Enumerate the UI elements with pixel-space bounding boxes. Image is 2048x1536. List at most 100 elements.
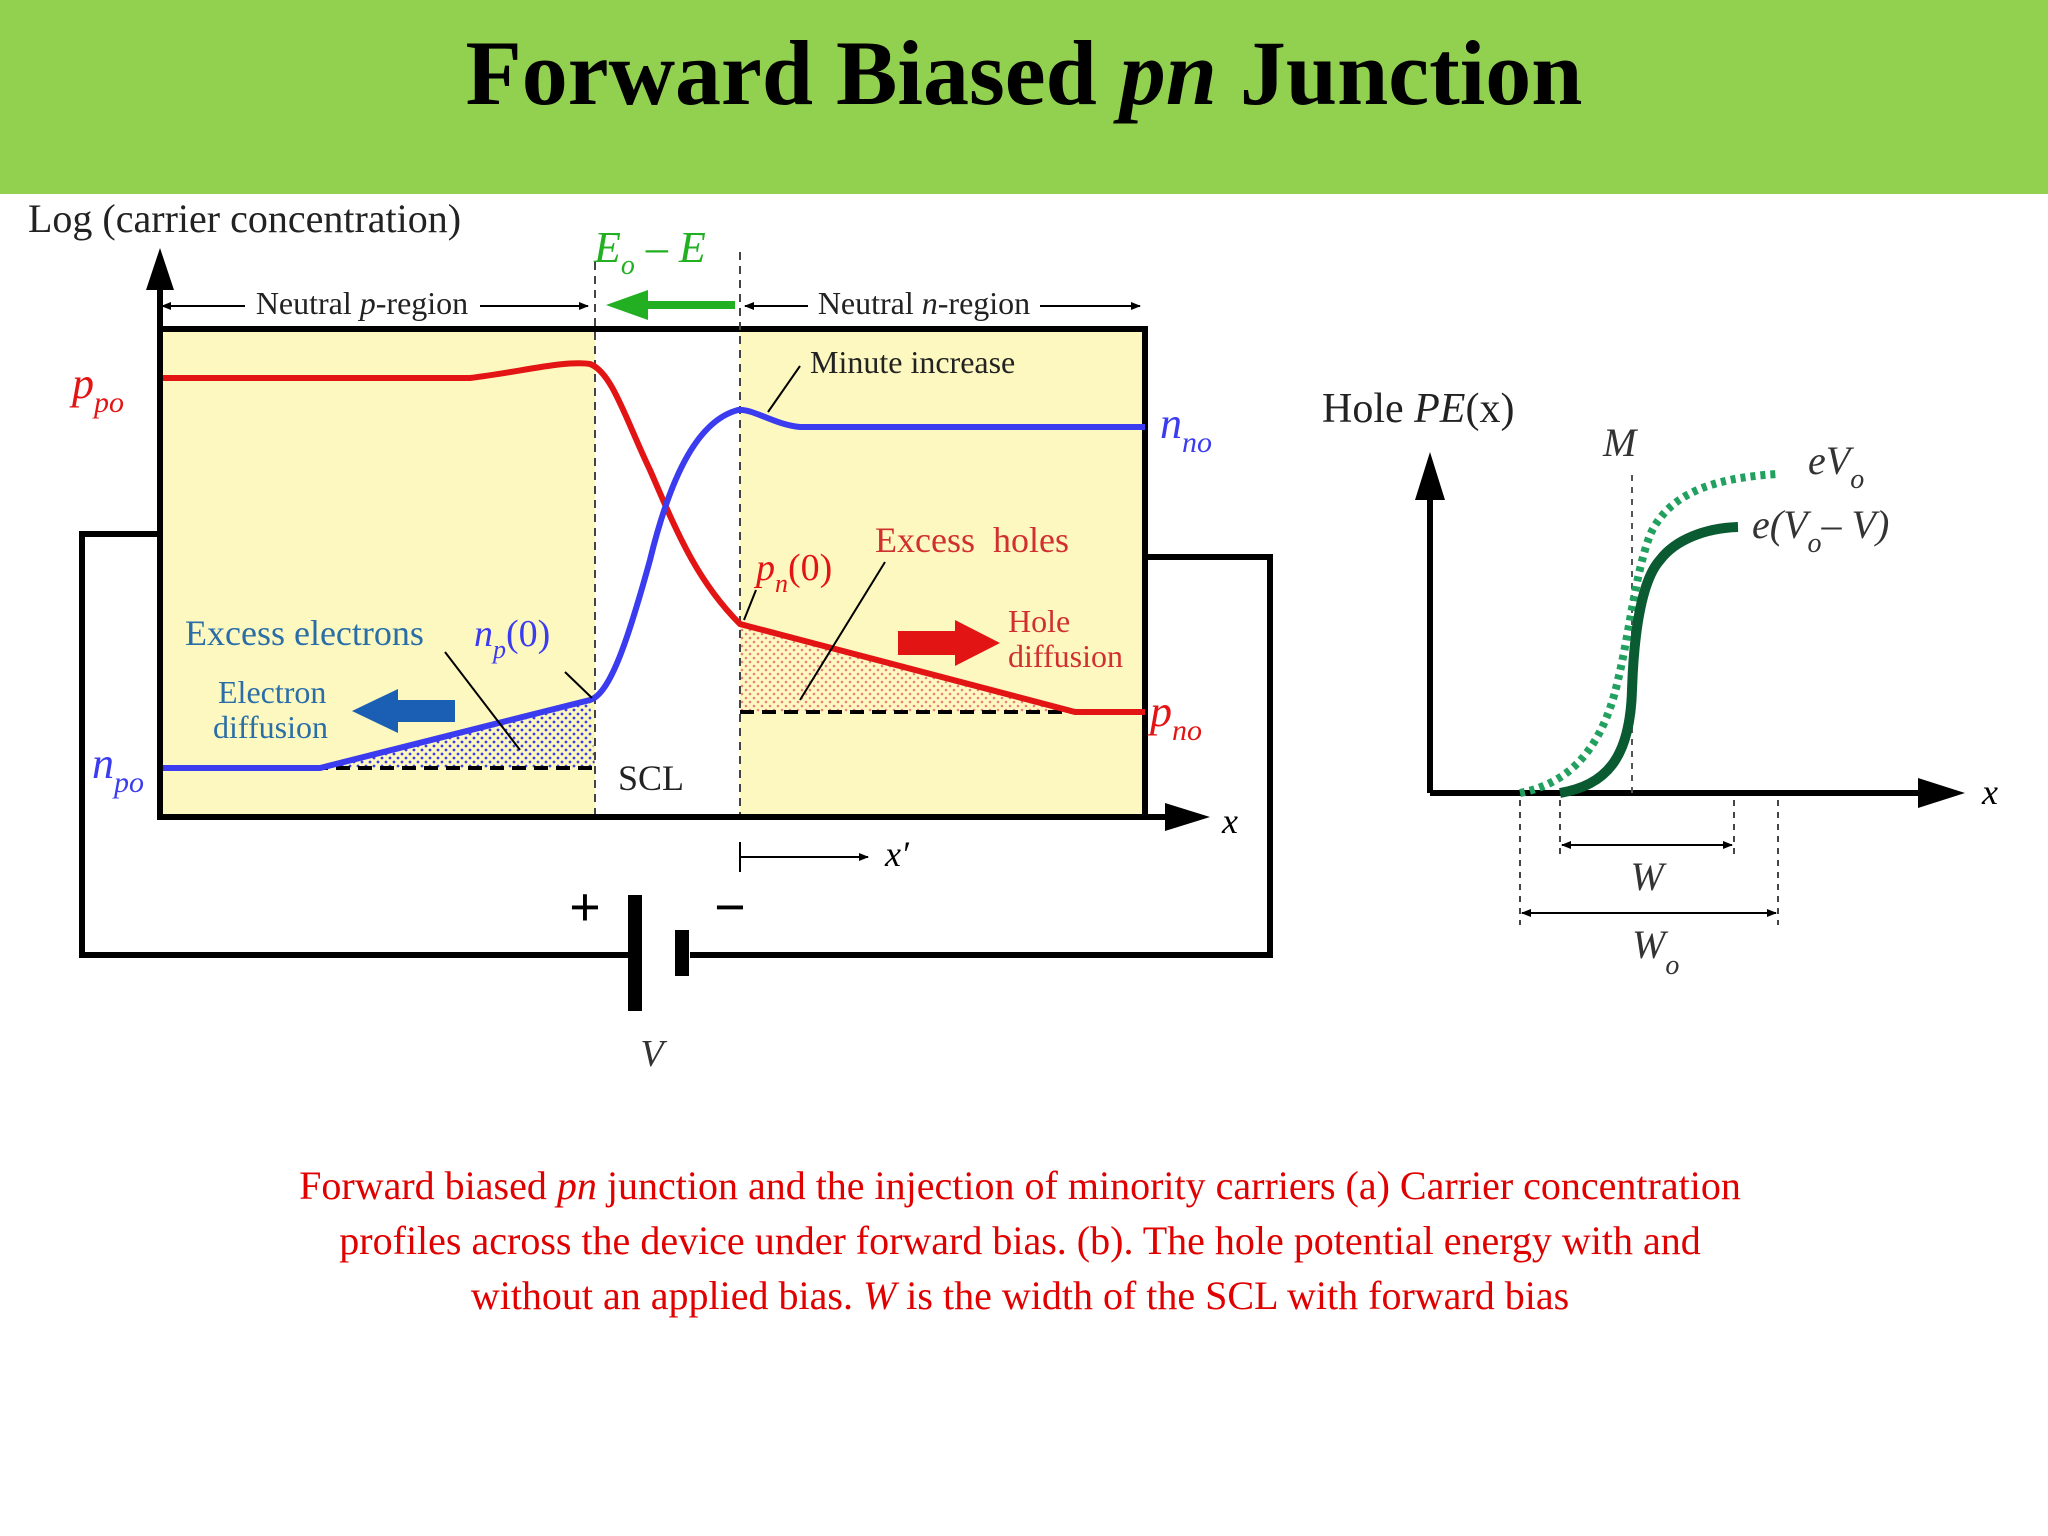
hole-diffusion-arrow xyxy=(898,620,1000,666)
ev0v-pre: e(V xyxy=(1752,502,1812,547)
field-sub: o xyxy=(621,250,635,281)
pn0-rest: (0) xyxy=(788,547,832,589)
nno-label: nno xyxy=(1160,399,1212,459)
ppo-sub: po xyxy=(92,386,124,419)
ev0-label: eVo xyxy=(1808,438,1864,495)
pe-x-axis-arrowhead xyxy=(1918,778,1965,808)
caption-line-1-pre: Forward biased xyxy=(299,1163,557,1208)
caption-line-1: Forward biased pn junction and the injec… xyxy=(130,1158,1910,1213)
battery-plate-positive xyxy=(628,895,642,1011)
figure: + − V Log (carrier xyxy=(28,196,1998,1075)
neutral-p-post: -region xyxy=(376,285,468,321)
x-axis-label: x xyxy=(1221,801,1238,841)
external-circuit-wire xyxy=(79,531,1273,958)
w0-label: Wo xyxy=(1632,922,1679,981)
ev0v-label: e(Vo– V) xyxy=(1752,502,1889,559)
caption-line-2: profiles across the device under forward… xyxy=(339,1218,1701,1263)
np0-label: np(0) xyxy=(474,613,550,664)
electron-diffusion-arrow xyxy=(352,689,455,733)
title-bar: Forward Biased pn Junction xyxy=(0,0,2048,194)
hole-pe-label: Hole PE(x) xyxy=(1322,386,1514,432)
np0-rest: (0) xyxy=(506,613,550,655)
battery-voltage-label: V xyxy=(640,1033,667,1075)
excess-holes-label: Excess holes xyxy=(875,520,1069,560)
hole-diffusion-label-2: diffusion xyxy=(1008,638,1123,674)
minute-increase-pointer xyxy=(767,365,801,413)
title-suffix: Junction xyxy=(1216,22,1583,124)
title-italic: pn xyxy=(1119,22,1217,124)
w-label: W xyxy=(1630,854,1667,899)
pno-sub: no xyxy=(1172,714,1202,747)
np0-pointer xyxy=(564,671,593,699)
np0-sub: p xyxy=(491,635,506,664)
ev0v-post: – V) xyxy=(1821,502,1890,547)
battery-plate-negative xyxy=(675,930,689,976)
npo-base: n xyxy=(92,739,114,788)
caption-line-3-pre: without an applied bias. xyxy=(470,1273,863,1318)
neutral-n-pre: Neutral xyxy=(818,285,922,321)
electron-diffusion-label-1: Electron xyxy=(218,674,326,710)
neutral-n-region xyxy=(740,329,1145,817)
y-axis-arrowhead xyxy=(146,248,174,290)
caption-line-3: without an applied bias. W is the width … xyxy=(130,1268,1910,1323)
ppo-base: p xyxy=(69,359,94,408)
nno-sub: no xyxy=(1182,426,1212,459)
pno-label: pno xyxy=(1147,687,1202,747)
neutral-p-pre: Neutral xyxy=(256,285,360,321)
electron-concentration-curve xyxy=(160,406,1145,771)
x-prime-label: x′ xyxy=(884,834,910,874)
neutral-n-italic: n xyxy=(922,285,938,321)
pn0-sub: n xyxy=(775,569,788,598)
x-axis-arrowhead xyxy=(1165,803,1210,831)
neutral-p-label: Neutral p-region xyxy=(256,285,468,321)
electron-diffusion-label-2: diffusion xyxy=(213,709,328,745)
ppo-label: ppo xyxy=(69,359,124,419)
neutral-p-italic: p xyxy=(358,285,376,321)
excess-holes-pointer xyxy=(799,561,886,701)
hole-pe-pre: Hole xyxy=(1322,386,1414,432)
caption-line-3-post: is the width of the SCL with forward bia… xyxy=(896,1273,1570,1318)
neutral-n-label-bg xyxy=(808,286,1040,322)
unbiased-pe-curve xyxy=(1519,470,1779,797)
net-field-label: Eo – E xyxy=(593,223,706,281)
caption-line-1-italic: pn xyxy=(556,1163,597,1208)
battery-minus-sign: − xyxy=(714,877,746,939)
pn0-base: p xyxy=(753,547,775,589)
pno-base: p xyxy=(1147,687,1172,736)
panel-a-carrier-concentration: + − V Log (carrier xyxy=(28,196,1273,1075)
hole-pe-post: (x) xyxy=(1465,386,1514,432)
figure-caption: Forward biased pn junction and the injec… xyxy=(130,1158,1910,1323)
title-prefix: Forward Biased xyxy=(465,22,1120,124)
ev0v-sub: o xyxy=(1808,528,1822,559)
nno-base: n xyxy=(1160,399,1182,448)
neutral-p-label-bg xyxy=(245,286,480,322)
battery-plus-sign: + xyxy=(569,877,601,939)
panel-b-hole-potential-energy: Hole PE(x) x M eVo e(Vo– V) W Wo xyxy=(1322,386,1998,981)
scl-region xyxy=(596,332,739,814)
neutral-n-label: Neutral n-region xyxy=(818,285,1030,321)
hole-diffusion-label-1: Hole xyxy=(1008,603,1070,639)
field-base: E xyxy=(593,223,621,272)
biased-pe-curve xyxy=(1559,522,1739,798)
pe-y-axis-arrowhead xyxy=(1415,452,1445,500)
np0-base: n xyxy=(474,613,493,655)
hole-pe-italic: PE xyxy=(1413,386,1465,432)
excess-electrons-label: Excess electrons xyxy=(185,613,424,653)
caption-line-1-post: junction and the injection of minority c… xyxy=(596,1163,1741,1208)
y-axis-label: Log (carrier concentration) xyxy=(28,196,461,241)
pe-x-axis-label: x xyxy=(1981,772,1998,812)
neutral-n-post: -region xyxy=(938,285,1030,321)
minute-increase-label: Minute increase xyxy=(810,344,1015,380)
ev0-base: eV xyxy=(1808,438,1855,483)
excess-electrons-pointer xyxy=(444,651,521,751)
w0-base: W xyxy=(1632,922,1669,967)
npo-label: npo xyxy=(92,739,144,799)
battery: + − V xyxy=(569,877,746,1075)
pn0-pointer xyxy=(743,589,757,621)
hole-concentration-curve xyxy=(160,360,1145,715)
npo-sub: po xyxy=(112,766,144,799)
scl-label: SCL xyxy=(618,758,684,798)
ev0-sub: o xyxy=(1850,464,1864,495)
field-rest: – E xyxy=(635,223,706,272)
